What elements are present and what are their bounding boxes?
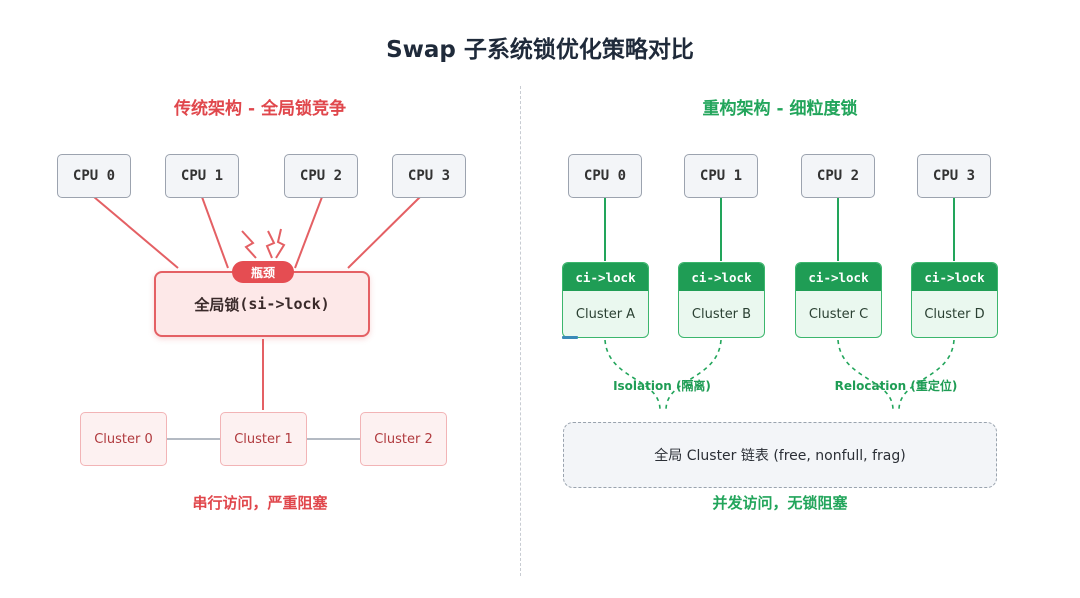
right-cluster-b: ci->lock Cluster B (678, 262, 765, 338)
cluster-lock-label: ci->lock (796, 263, 881, 291)
left-cpu-3: CPU 3 (392, 154, 466, 198)
left-cluster-0: Cluster 0 (80, 412, 167, 466)
isolation-curve-b (665, 339, 722, 411)
right-cluster-d: ci->lock Cluster D (911, 262, 998, 338)
left-cluster-1: Cluster 1 (220, 412, 307, 466)
cluster-lock-label: ci->lock (563, 263, 648, 291)
left-cpu2-connector (294, 196, 323, 269)
cluster-name: Cluster C (808, 306, 869, 322)
relocation-label: Relocation (重定位) (834, 379, 958, 393)
bottleneck-badge: 瓶颈 (232, 261, 294, 283)
section-divider (520, 86, 521, 576)
right-cluster-c: ci->lock Cluster C (795, 262, 882, 338)
left-cpu1-connector (201, 196, 229, 269)
relocation-curve-c (837, 339, 894, 411)
global-cluster-list: 全局 Cluster 链表 (free, nonfull, frag) (563, 422, 997, 488)
left-footer-note: 串行访问，严重阻塞 (192, 494, 328, 512)
isolation-label: Isolation (隔离) (613, 379, 711, 393)
cluster-name: Cluster B (691, 306, 752, 322)
left-cpu-0: CPU 0 (57, 154, 131, 198)
right-cluster-a: ci->lock Cluster A (562, 262, 649, 338)
right-cpu-1: CPU 1 (684, 154, 758, 198)
left-cpu-1: CPU 1 (165, 154, 239, 198)
edge-accent (562, 336, 578, 339)
cluster-name: Cluster D (924, 306, 985, 322)
right-cpu-0: CPU 0 (568, 154, 642, 198)
right-cpu-2: CPU 2 (801, 154, 875, 198)
contention-icon (241, 228, 286, 259)
global-lock-label: 全局锁 (194, 295, 240, 314)
isolation-curve-a (604, 339, 661, 411)
page-title: Swap 子系统锁优化策略对比 (386, 37, 694, 63)
left-cluster-2: Cluster 2 (360, 412, 447, 466)
right-section-title: 重构架构 - 细粒度锁 (702, 99, 858, 119)
cluster-name: Cluster A (575, 306, 636, 322)
left-cpu3-connector (347, 196, 421, 269)
cluster-lock-label: ci->lock (679, 263, 764, 291)
right-cpu-3: CPU 3 (917, 154, 991, 198)
cluster-lock-label: ci->lock (912, 263, 997, 291)
left-section-title: 传统架构 - 全局锁竞争 (174, 99, 346, 119)
right-footer-note: 并发访问，无锁阻塞 (712, 494, 848, 512)
left-cpu-2: CPU 2 (284, 154, 358, 198)
relocation-curve-d (898, 339, 955, 411)
global-lock-code: (si->lock) (239, 295, 330, 313)
left-cpu0-connector (93, 196, 179, 269)
